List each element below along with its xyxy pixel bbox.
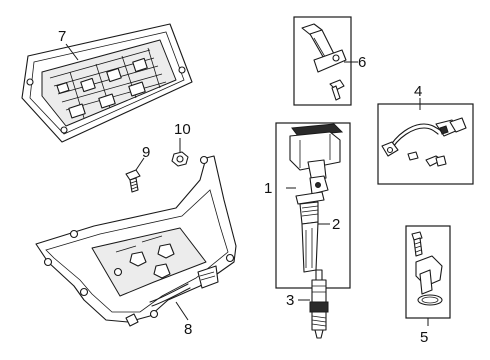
sensor-part-6[interactable]: [301, 23, 347, 101]
callout-8: 8: [184, 321, 192, 338]
callout-7: 7: [58, 28, 66, 45]
callout-6: 6: [358, 54, 366, 71]
sensor-4-box: [377, 103, 474, 185]
ignition-coil[interactable]: [289, 123, 344, 195]
nut-part-10[interactable]: [171, 151, 189, 167]
bolt-part-9[interactable]: [125, 169, 141, 193]
coil-boot[interactable]: [295, 191, 325, 273]
ecm-module[interactable]: [21, 23, 193, 143]
callout-5: 5: [420, 329, 428, 346]
callout-3: 3: [286, 292, 294, 309]
callout-9: 9: [142, 144, 150, 161]
callout-2: 2: [332, 216, 340, 233]
mounting-bracket[interactable]: [35, 155, 237, 327]
callout-4: 4: [414, 83, 422, 100]
callout-10: 10: [174, 121, 191, 138]
sensor-part-5[interactable]: [411, 231, 443, 306]
callout-1: 1: [264, 180, 272, 197]
spark-plug[interactable]: [309, 269, 329, 339]
sensor-part-4[interactable]: [381, 117, 467, 167]
sensor-6-box: [293, 16, 352, 106]
